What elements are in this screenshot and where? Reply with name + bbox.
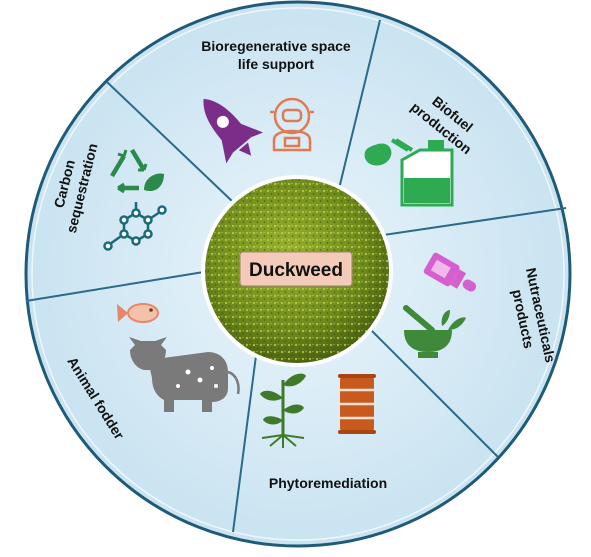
- divider-line: [232, 347, 258, 533]
- cow-icon: [129, 337, 240, 412]
- segment-label-space-line2: life support: [238, 56, 315, 72]
- oil-barrel-icon: [338, 374, 376, 434]
- divider-line: [365, 324, 499, 458]
- divider-line: [106, 81, 234, 203]
- divider-line: [25, 269, 217, 302]
- segment-dividers: [25, 19, 567, 533]
- fish-icon: [117, 303, 159, 323]
- pill-bottle-icon: [423, 252, 477, 292]
- molecule-icon: [103, 202, 167, 251]
- fuel-drop-icon: [364, 138, 410, 166]
- duckweed-center: Duckweed: [201, 175, 393, 367]
- center-label-box: [239, 251, 353, 287]
- center-label: Duckweed: [249, 260, 343, 281]
- divider-line: [336, 19, 381, 198]
- astronaut-icon: [270, 97, 314, 152]
- divider-line: [369, 207, 567, 238]
- segment-label-space-line1: Bioregenerative space: [201, 38, 351, 54]
- segment-phytoremediation: Phytoremediation: [260, 373, 387, 491]
- fuel-canister-icon: [394, 138, 454, 207]
- recycle-leaf-icon: [110, 148, 164, 194]
- segment-label-phyto: Phytoremediation: [269, 475, 387, 491]
- rocket-icon: [203, 98, 264, 164]
- segment-space: Bioregenerative space life support: [201, 38, 351, 164]
- plant-icon: [260, 373, 306, 448]
- mortar-pestle-icon: [403, 305, 466, 358]
